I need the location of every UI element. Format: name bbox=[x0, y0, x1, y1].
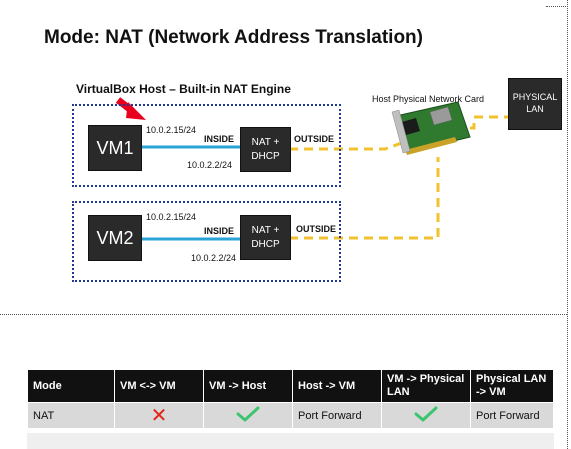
check-icon bbox=[236, 406, 260, 422]
host-vm-cell: Port Forward bbox=[292, 402, 382, 430]
vm2-outside-link bbox=[289, 157, 440, 240]
page-title: Mode: NAT (Network Address Translation) bbox=[44, 27, 423, 48]
vm2-nat-label-1: NAT + bbox=[251, 225, 280, 236]
check-icon bbox=[414, 406, 438, 422]
mode-comparison-table: Mode VM <-> VM VM -> Host Host -> VM VM … bbox=[27, 368, 554, 430]
top-divider bbox=[546, 6, 568, 7]
vm1-inside-label: INSIDE bbox=[204, 134, 235, 144]
section-divider bbox=[0, 314, 567, 315]
cross-icon: ✕ bbox=[150, 404, 168, 427]
vm-lan-cell bbox=[381, 402, 471, 430]
vm2-inside-label: INSIDE bbox=[204, 226, 235, 236]
vm2-outside-label: OUTSIDE bbox=[296, 224, 337, 234]
host-nic-label: Host Physical Network Card bbox=[372, 94, 485, 104]
network-card-icon bbox=[391, 101, 471, 155]
vm-host-cell bbox=[203, 402, 293, 430]
vm1-outside-label: OUTSIDE bbox=[294, 134, 335, 144]
table-header: Host -> VM bbox=[292, 368, 382, 404]
vm2-gateway-label: 10.0.2.2/24 bbox=[191, 253, 237, 263]
table-header: VM <-> VM bbox=[114, 368, 204, 404]
physical-lan-label-2: LAN bbox=[526, 104, 544, 114]
table-header: Mode bbox=[27, 368, 115, 404]
vm1-nat-label-2: DHCP bbox=[251, 150, 280, 162]
diagram-subtitle: VirtualBox Host – Built-in NAT Engine bbox=[76, 82, 291, 96]
vm1-group-box bbox=[72, 104, 341, 187]
nic-to-lan-link bbox=[455, 115, 510, 130]
vm1-nat-box: NAT + DHCP bbox=[240, 127, 291, 172]
vm-vm-cell: ✕ bbox=[114, 402, 204, 430]
table-header: VM -> Physical LAN bbox=[381, 368, 471, 404]
right-divider bbox=[567, 0, 568, 449]
vm2-nat-box: NAT + DHCP bbox=[240, 215, 291, 260]
vm1-gateway-label: 10.0.2.2/24 bbox=[187, 160, 233, 170]
mode-cell: NAT bbox=[27, 402, 115, 430]
vm1-ip-label: 10.0.2.15/24 bbox=[146, 125, 197, 135]
table-header: Physical LAN -> VM bbox=[470, 368, 554, 404]
table-header: VM -> Host bbox=[203, 368, 293, 404]
vm2-box: VM2 bbox=[88, 215, 142, 261]
table-footer-band bbox=[27, 433, 554, 449]
vm2-nat-label-2: DHCP bbox=[251, 238, 280, 250]
lan-vm-cell: Port Forward bbox=[470, 402, 554, 430]
table-header-row: Mode VM <-> VM VM -> Host Host -> VM VM … bbox=[27, 368, 554, 404]
vm2-group-box bbox=[72, 201, 341, 282]
physical-lan-label-1: PHYSICAL bbox=[512, 92, 558, 103]
vm1-box: VM1 bbox=[88, 125, 142, 171]
vm2-ip-label: 10.0.2.15/24 bbox=[146, 212, 197, 222]
table-row: NAT ✕ Port Forward Port Forward bbox=[27, 402, 554, 430]
vm1-nat-label-1: NAT + bbox=[251, 137, 280, 148]
